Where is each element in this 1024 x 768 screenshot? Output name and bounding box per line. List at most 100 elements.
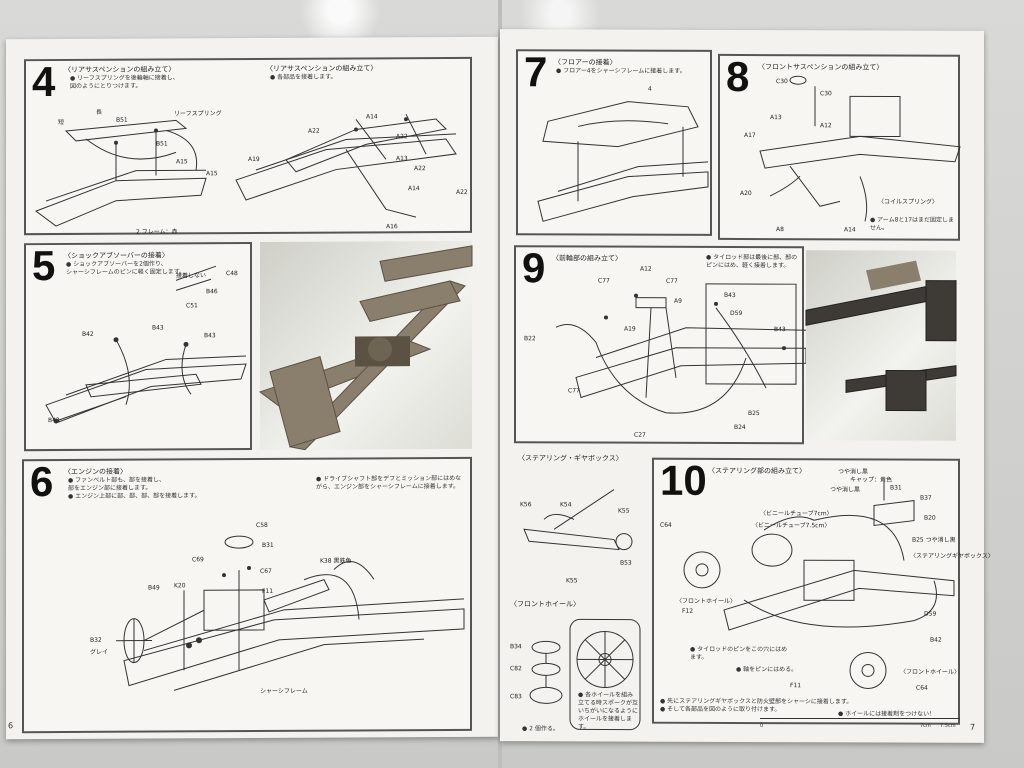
part-label: B31 bbox=[262, 541, 274, 549]
part-label: A22 bbox=[396, 133, 408, 141]
part-label: C83 bbox=[510, 693, 522, 701]
step-9-panel: 9 〈前輪部の組み立て〉 ● タイロッド部は最後に部、部のピンにはめ、軽く接着し… bbox=[514, 244, 807, 445]
part-label: B43 bbox=[774, 326, 786, 334]
part-label: B53 bbox=[620, 559, 632, 567]
part-label: A14 bbox=[408, 185, 420, 193]
front-wheel-panel: 〈フロントホイール〉 B34 C82 C83 ● 2 個作る。 ● 各ホイールを… bbox=[506, 597, 646, 737]
part-label: C82 bbox=[510, 665, 522, 673]
front-wheel-note-b: ● 各ホイールを組み立てる時スポークが互いちがいになるようにホイールを接着します… bbox=[578, 691, 639, 731]
scale-ruler: 0 7cm 7.5cm bbox=[760, 718, 960, 731]
part-label: C77 bbox=[666, 277, 678, 285]
part-label: C48 bbox=[226, 270, 238, 278]
label: 〈コイルスプリング〉 bbox=[878, 198, 939, 206]
part-label: D59 bbox=[924, 610, 937, 618]
part-label: K38 黒鉄色 bbox=[320, 557, 352, 565]
part-label: C77 bbox=[568, 387, 580, 395]
part-label: B49 bbox=[148, 584, 160, 592]
part-label: B43 bbox=[48, 417, 60, 425]
steering-gearbox-panel: 〈ステアリング・ギヤボックス〉 K56 K54 K55 B53 K55 bbox=[514, 449, 646, 595]
step-5-panel: 5 〈ショックアブソーバーの接着〉 ● ショックアブソーバーを2個作り、 シャー… bbox=[24, 242, 252, 452]
chassis-photo bbox=[258, 240, 473, 451]
step-8-note: ● アーム8と17はまだ固定しません。 bbox=[870, 216, 955, 232]
part-label: B43 bbox=[724, 291, 736, 299]
part-label: K54 bbox=[560, 501, 572, 509]
part-label: A19 bbox=[248, 155, 260, 164]
right-page: 7 〈フロアーの接着〉 ● フロアー4をシャーシフレームに接着します。 4 8 … bbox=[500, 29, 994, 743]
label: 〈ステアリングギヤボックス〉 bbox=[910, 552, 994, 560]
ruler-label: 7.5cm bbox=[940, 723, 956, 729]
ruler-label: 0 bbox=[760, 723, 764, 729]
step-4-panel: 4 〈リアサスペンションの組み立て〉 ● リーフスプリングを後輪軸に接着し、 図… bbox=[24, 56, 472, 236]
part-label: K20 bbox=[174, 582, 186, 590]
part-label: F11 bbox=[262, 587, 274, 595]
step-7-panel: 7 〈フロアーの接着〉 ● フロアー4をシャーシフレームに接着します。 4 bbox=[516, 48, 712, 236]
part-label: C58 bbox=[256, 521, 268, 529]
ruler-label: 7cm bbox=[920, 723, 931, 729]
part-label: C27 bbox=[634, 431, 646, 439]
part-label: B34 bbox=[510, 643, 522, 651]
part-label: 4 bbox=[648, 85, 652, 93]
part-label: B24 bbox=[734, 423, 746, 432]
part-label: A22 bbox=[308, 127, 320, 135]
part-label: B37 bbox=[920, 494, 932, 502]
part-label: B42 bbox=[930, 636, 942, 644]
label: 〈フロントホイール〉 bbox=[900, 668, 961, 676]
part-label: B25 bbox=[748, 410, 760, 418]
part-label: K55 bbox=[566, 577, 578, 585]
front-wheel-drawing bbox=[529, 618, 641, 731]
label: リーフスプリング bbox=[174, 110, 222, 118]
part-label: C51 bbox=[186, 302, 198, 310]
part-label: F12 bbox=[682, 607, 694, 615]
part-label: B42 bbox=[82, 330, 94, 338]
part-label: A15 bbox=[206, 170, 218, 178]
part-label: C77 bbox=[598, 277, 610, 285]
part-label: B20 bbox=[924, 514, 936, 522]
step-10-pin-note: ● タイロッドのピンをこの穴にはめます。 bbox=[690, 645, 788, 661]
step-10-panel: 10 〈ステアリング部の組み立て〉 つや消し黒 キャップ：黄色 つや消し黒 B3… bbox=[652, 457, 994, 725]
label: 接着しない bbox=[176, 272, 207, 280]
label: 短 bbox=[58, 118, 65, 127]
part-label: B51 bbox=[116, 116, 128, 124]
part-label: B31 bbox=[890, 484, 902, 492]
page-number-right: 7 bbox=[970, 722, 976, 732]
part-label: K56 bbox=[520, 501, 532, 509]
part-label: A13 bbox=[396, 155, 408, 163]
part-label: A17 bbox=[744, 132, 756, 140]
part-label: K55 bbox=[618, 507, 630, 515]
left-page: 4 〈リアサスペンションの組み立て〉 ● リーフスプリングを後輪軸に接着し、 図… bbox=[6, 36, 498, 740]
label: シャーシフレーム bbox=[260, 687, 308, 695]
label: グレイ bbox=[90, 648, 109, 656]
label: 長 bbox=[96, 108, 103, 116]
part-label: A13 bbox=[770, 114, 782, 122]
label: つや消し黒 bbox=[830, 486, 861, 494]
part-label: F11 bbox=[790, 682, 802, 690]
label: 〈フロントホイール〉 bbox=[676, 597, 737, 605]
part-label: B43 bbox=[152, 324, 164, 332]
part-label: C30 bbox=[820, 90, 832, 98]
step-10-drawing bbox=[683, 480, 955, 689]
part-label: A22 bbox=[456, 188, 468, 196]
chassis-photo-art bbox=[258, 245, 473, 451]
part-label: B43 bbox=[204, 332, 216, 340]
steering-drawing bbox=[523, 489, 633, 551]
step-8-drawing bbox=[759, 75, 961, 222]
part-label: C30 bbox=[776, 78, 788, 86]
part-label: A12 bbox=[640, 265, 652, 273]
part-label: C64 bbox=[916, 684, 928, 692]
part-label: A12 bbox=[820, 122, 832, 130]
part-label: C69 bbox=[192, 556, 204, 564]
label: 〈ビニールチューブ7cm〉 bbox=[760, 510, 833, 518]
step-5-drawing bbox=[45, 265, 247, 424]
step-9-drawing bbox=[555, 283, 807, 414]
step-7-drawing bbox=[537, 101, 709, 222]
label: B25 つや消し黒 bbox=[912, 536, 956, 544]
part-label: A14 bbox=[844, 226, 856, 234]
step-10-note: ● 先にステアリングギヤボックスと防火壁部をシャーシに接着します。 ● そして各… bbox=[660, 697, 853, 714]
part-label: A20 bbox=[740, 189, 752, 198]
part-label: A22 bbox=[414, 165, 426, 173]
part-label: B32 bbox=[90, 636, 102, 644]
step-4-drawing bbox=[34, 113, 457, 227]
step-8-panel: 8 〈フロントサスペンションの組み立て〉 C30 C30 A13 A12 A17… bbox=[718, 53, 961, 241]
label: 2 フレーム：赤 bbox=[136, 228, 178, 236]
part-label: A14 bbox=[366, 113, 378, 121]
